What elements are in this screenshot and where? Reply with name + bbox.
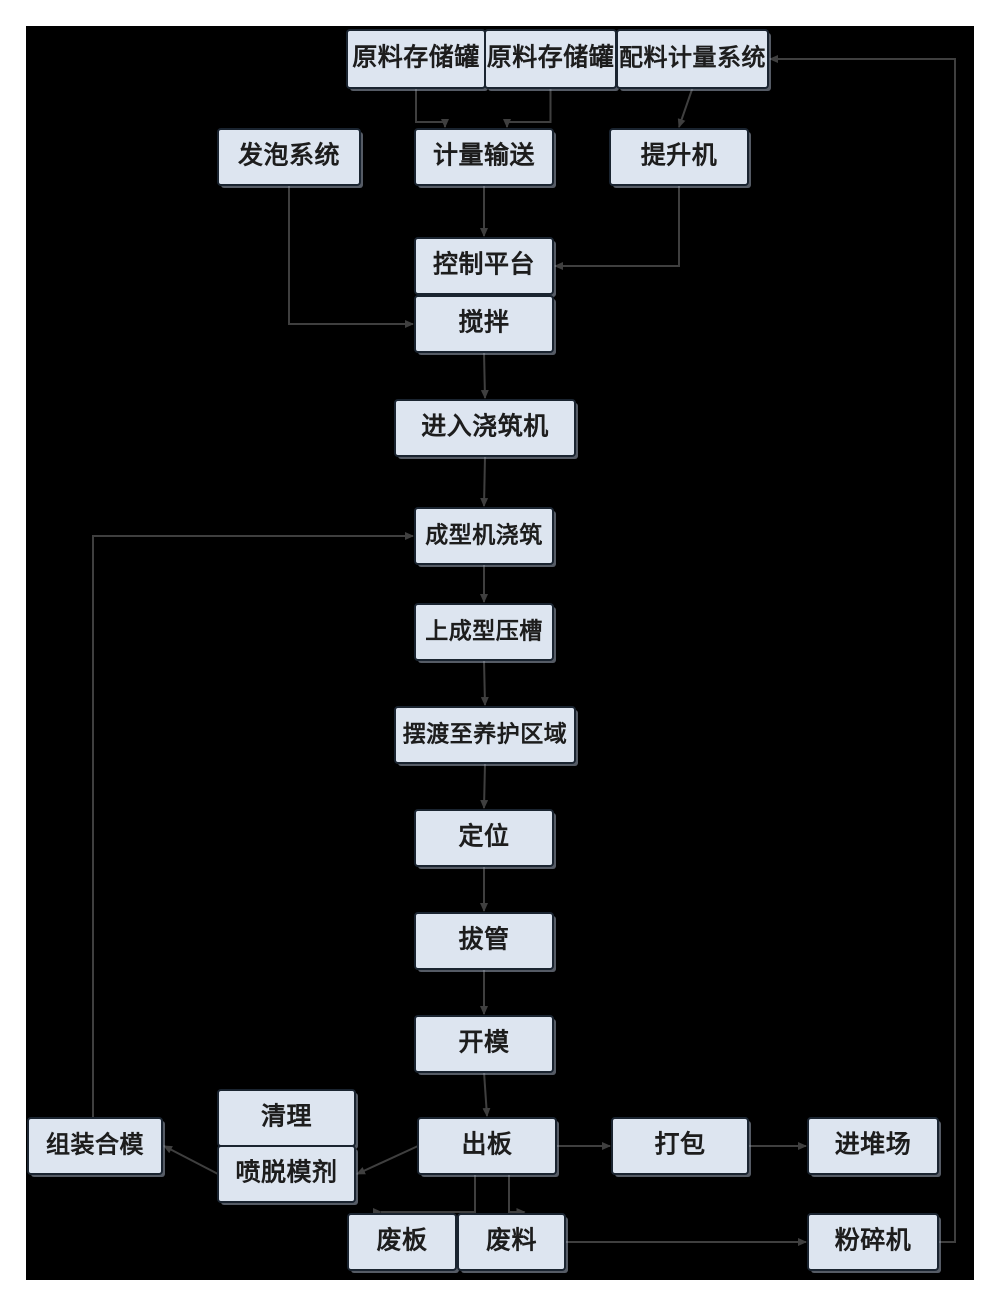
node-label: 废料 bbox=[486, 1226, 537, 1255]
node-label: 成型机浇筑 bbox=[425, 521, 543, 547]
edge-n11-to-n12 bbox=[480, 659, 489, 706]
node-label: 定位 bbox=[458, 822, 509, 851]
node-layer: 原料存储罐原料存储罐配料计量系统发泡系统计量输送提升机控制平台搅拌进入浇筑机成型… bbox=[27, 29, 941, 1273]
node-box[interactable] bbox=[217, 128, 361, 186]
node-box[interactable] bbox=[27, 1117, 163, 1175]
edge-n16-to-n22 bbox=[380, 1174, 476, 1216]
flow-node-n13[interactable]: 定位 bbox=[414, 809, 556, 869]
node-box[interactable] bbox=[394, 706, 576, 764]
flow-node-n4[interactable]: 发泡系统 bbox=[217, 128, 363, 188]
flow-node-n18[interactable]: 喷脱模剂 bbox=[217, 1145, 358, 1205]
node-label: 配料计量系统 bbox=[619, 44, 766, 72]
node-label: 原料存储罐 bbox=[487, 43, 615, 72]
node-label: 组装合模 bbox=[46, 1131, 144, 1159]
flow-node-n19[interactable]: 组装合模 bbox=[27, 1117, 165, 1177]
flow-node-n17[interactable]: 清理 bbox=[217, 1089, 358, 1149]
node-box[interactable] bbox=[807, 1213, 939, 1271]
node-label: 摆渡至养护区域 bbox=[403, 720, 568, 746]
node-label: 提升机 bbox=[641, 142, 718, 170]
node-box[interactable] bbox=[414, 809, 554, 867]
edge-layer bbox=[92, 55, 956, 1246]
edge-n24-to-n3 bbox=[769, 55, 956, 1243]
node-label: 发泡系统 bbox=[237, 141, 340, 170]
node-label: 上成型压槽 bbox=[425, 618, 543, 643]
node-label: 打包 bbox=[654, 1130, 705, 1159]
node-label: 拔管 bbox=[458, 925, 509, 954]
node-box[interactable] bbox=[616, 29, 769, 89]
node-label: 进堆场 bbox=[835, 1131, 912, 1159]
node-box[interactable] bbox=[414, 1015, 554, 1073]
flow-node-n1[interactable]: 原料存储罐 bbox=[346, 29, 488, 91]
flow-node-n14[interactable]: 拔管 bbox=[414, 912, 556, 972]
flow-node-n7[interactable]: 控制平台 bbox=[414, 237, 556, 297]
node-box[interactable] bbox=[217, 1145, 356, 1203]
node-box[interactable] bbox=[347, 1213, 457, 1271]
node-box[interactable] bbox=[414, 912, 554, 970]
node-box[interactable] bbox=[414, 295, 554, 353]
node-label: 清理 bbox=[261, 1103, 312, 1131]
flow-node-n6[interactable]: 提升机 bbox=[609, 128, 751, 188]
node-label: 原料存储罐 bbox=[352, 43, 480, 72]
node-box[interactable] bbox=[457, 1213, 566, 1271]
flow-node-n10[interactable]: 成型机浇筑 bbox=[414, 507, 556, 567]
edge-n19-to-n10 bbox=[92, 532, 414, 1118]
node-label: 废板 bbox=[376, 1226, 427, 1255]
node-label: 计量输送 bbox=[433, 141, 535, 170]
node-box[interactable] bbox=[417, 1117, 557, 1175]
flow-node-n23[interactable]: 废料 bbox=[457, 1213, 568, 1273]
edge-n15-to-n16 bbox=[482, 1071, 491, 1117]
edge-n16-to-n23 bbox=[508, 1174, 526, 1216]
edge-n1-to-n5 bbox=[415, 88, 449, 128]
node-box[interactable] bbox=[414, 128, 554, 186]
edge-n3-to-n6 bbox=[677, 87, 694, 128]
edge-n4-to-n8 bbox=[288, 185, 414, 328]
node-box[interactable] bbox=[414, 603, 554, 661]
edge-n6-to-n7 bbox=[554, 185, 680, 270]
flow-node-n16[interactable]: 出板 bbox=[417, 1117, 559, 1177]
flow-node-n9[interactable]: 进入浇筑机 bbox=[394, 399, 578, 459]
node-label: 粉碎机 bbox=[835, 1226, 912, 1255]
node-label: 进入浇筑机 bbox=[421, 412, 549, 441]
flow-node-n8[interactable]: 搅拌 bbox=[414, 295, 556, 355]
flow-node-n2[interactable]: 原料存储罐 bbox=[484, 29, 619, 91]
edge-n2-to-n5 bbox=[503, 88, 552, 128]
flow-node-n11[interactable]: 上成型压槽 bbox=[414, 603, 556, 663]
flow-node-n5[interactable]: 计量输送 bbox=[414, 128, 556, 188]
flow-node-n15[interactable]: 开模 bbox=[414, 1015, 556, 1075]
node-label: 开模 bbox=[458, 1028, 510, 1057]
node-label: 出板 bbox=[461, 1131, 512, 1159]
node-box[interactable] bbox=[807, 1117, 939, 1175]
node-box[interactable] bbox=[414, 507, 554, 565]
node-box[interactable] bbox=[611, 1117, 749, 1175]
flow-node-n22[interactable]: 废板 bbox=[347, 1213, 459, 1273]
edge-n9-to-n10 bbox=[480, 455, 489, 507]
edge-n18-to-n19 bbox=[163, 1145, 219, 1175]
node-label: 喷脱模剂 bbox=[235, 1158, 337, 1187]
flow-node-n21[interactable]: 进堆场 bbox=[807, 1117, 941, 1177]
node-box[interactable] bbox=[394, 399, 576, 457]
edge-n12-to-n13 bbox=[480, 762, 489, 809]
flow-node-n20[interactable]: 打包 bbox=[611, 1117, 751, 1177]
node-box[interactable] bbox=[609, 128, 749, 186]
edge-n8-to-n9 bbox=[480, 351, 489, 399]
flow-node-n3[interactable]: 配料计量系统 bbox=[616, 29, 771, 91]
node-box[interactable] bbox=[414, 237, 554, 295]
flow-node-n24[interactable]: 粉碎机 bbox=[807, 1213, 941, 1273]
node-label: 控制平台 bbox=[433, 250, 535, 279]
flow-node-n12[interactable]: 摆渡至养护区域 bbox=[394, 706, 578, 766]
node-label: 搅拌 bbox=[458, 308, 509, 337]
edge-n16-to-n18 bbox=[356, 1145, 419, 1175]
